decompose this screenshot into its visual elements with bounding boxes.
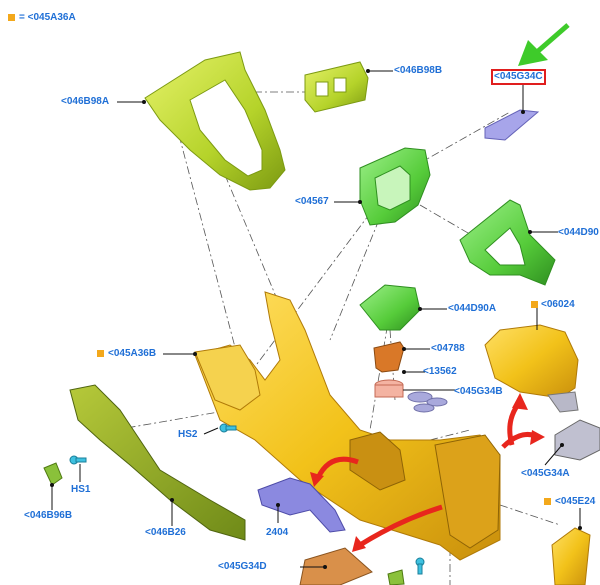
part-046B26-side-panel <box>69 384 246 541</box>
part-045G34A <box>554 419 600 461</box>
label-046B26[interactable]: <046B26 <box>145 527 186 538</box>
label-2404[interactable]: 2404 <box>266 527 289 538</box>
dot-2404 <box>276 503 280 507</box>
red-arrowheads <box>310 393 545 552</box>
label-045E24-swatch <box>544 498 551 505</box>
dot-044D90A <box>418 307 422 311</box>
dot-04567 <box>358 200 362 204</box>
dot-046B98A <box>142 100 146 104</box>
part-06024-armrest <box>484 324 579 399</box>
dot-046B98B <box>366 69 370 73</box>
label-045A36B-swatch <box>97 350 104 357</box>
dot-04788 <box>402 347 406 351</box>
label-046B98B[interactable]: <046B98B <box>394 65 443 76</box>
label-HS1[interactable]: HS1 <box>71 484 91 495</box>
bottom-clip <box>387 569 405 585</box>
label-06024[interactable]: <06024 <box>541 299 575 310</box>
label-04788[interactable]: <04788 <box>431 343 465 354</box>
legend-swatch <box>8 14 15 21</box>
dot-046B26 <box>170 498 174 502</box>
label-045G34A[interactable]: <045G34A <box>521 468 570 479</box>
part-06024-hinge <box>547 391 579 413</box>
part-046B98B-panel <box>304 61 369 113</box>
label-045G34D[interactable]: <045G34D <box>218 561 267 572</box>
part-045G34D-pad <box>299 547 373 585</box>
label-045G34B[interactable]: <045G34B <box>454 386 503 397</box>
part-04567-bracket <box>359 147 431 226</box>
part-04788-cup <box>373 341 405 373</box>
part-2404-duct <box>257 477 346 533</box>
label-13562[interactable]: <13562 <box>423 366 457 377</box>
part-045E24 <box>551 527 591 585</box>
part-046B98A-bezel <box>144 51 286 191</box>
part-13562-ring-body <box>374 384 404 398</box>
dot-13562 <box>402 370 406 374</box>
label-045A36B[interactable]: <045A36B <box>108 348 157 359</box>
hs1-screw <box>69 455 87 465</box>
label-045G34C-highlighted[interactable]: <045G34C <box>491 69 546 85</box>
dot-044D90 <box>528 230 532 234</box>
label-044D90[interactable]: <044D90 <box>558 227 599 238</box>
part-044D90-frame <box>459 199 556 286</box>
label-045E24[interactable]: <045E24 <box>555 496 596 507</box>
dot-045E24 <box>578 526 582 530</box>
label-HS2[interactable]: HS2 <box>178 429 198 440</box>
part-045G34C <box>484 109 540 141</box>
label-04567[interactable]: <04567 <box>295 196 329 207</box>
label-046B98A[interactable]: <046B98A <box>61 96 110 107</box>
part-045G34B-pads <box>407 391 448 413</box>
bottom-screw <box>415 557 425 575</box>
dot-046B96B <box>50 483 54 487</box>
callout-lines <box>51 70 581 568</box>
part-046B96B-clip <box>43 462 63 486</box>
dot-045G34A <box>560 443 564 447</box>
dot-045G34C <box>521 110 525 114</box>
hs2-screw <box>219 423 237 433</box>
part-045A36B-console <box>194 291 501 561</box>
legend-text: = <045A36A <box>19 12 76 23</box>
dot-045A36B <box>193 352 197 356</box>
part-044D90A-bracket <box>359 284 421 331</box>
dot-045G34D <box>323 565 327 569</box>
green-arrow-icon <box>518 23 570 66</box>
label-044D90A[interactable]: <044D90A <box>448 303 497 314</box>
label-06024-swatch <box>531 301 538 308</box>
label-046B96B[interactable]: <046B96B <box>24 510 73 521</box>
